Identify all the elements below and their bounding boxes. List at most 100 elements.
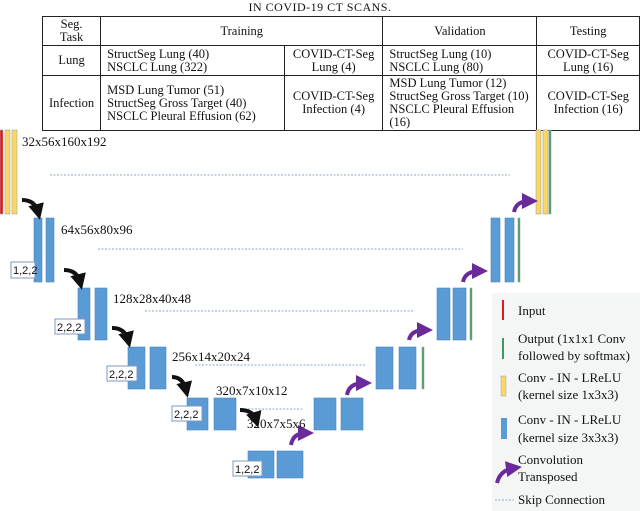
- cell-task: Infection: [41, 75, 102, 131]
- cell-line: COVID-CT-Seg: [547, 46, 629, 61]
- blue-conv-block: [45, 217, 55, 283]
- downsample-arrow: [111, 326, 134, 348]
- table-row-lung: Lung StructSeg Lung (40)NSCLC Lung (322)…: [41, 45, 640, 76]
- input-bar: [0, 129, 4, 215]
- legend-label: Conv - IN - LReLU: [518, 370, 622, 385]
- cell-line: NSCLC Lung (80): [389, 59, 484, 74]
- cell-training-a: StructSeg Lung (40)NSCLC Lung (322): [100, 45, 285, 76]
- cell-line: MSD Lung Tumor (51): [107, 82, 225, 97]
- cell-task: Lung: [41, 45, 102, 76]
- stride-label: 2,2,2: [109, 369, 133, 381]
- blue-conv-block: [452, 287, 467, 341]
- blue-conv-block: [504, 217, 515, 283]
- feature-size-label: 320x7x10x12: [216, 383, 288, 398]
- downsample-arrow: [239, 408, 262, 428]
- cell-line: NSCLC Pleural Effusion (16): [389, 102, 515, 129]
- stride-box: [171, 405, 203, 422]
- blue-conv-block: [94, 287, 108, 341]
- legend-label: followed by softmax): [518, 348, 630, 363]
- blue-conv-block: [276, 450, 304, 479]
- feature-size-label: 256x14x20x24: [172, 349, 251, 364]
- legend-label: (kernel size 1x3x3): [518, 387, 618, 402]
- output-bar: [469, 287, 473, 341]
- feature-size-label: 32x56x160x192: [22, 134, 107, 149]
- purple-curved-arrow-icon: [495, 461, 522, 484]
- cell-line: Infection (16): [553, 102, 623, 116]
- downsample-arrow: [21, 198, 44, 220]
- yellow-conv-block-icon: [500, 375, 507, 397]
- output-bar: [548, 129, 552, 215]
- blue-conv-block: [149, 346, 167, 390]
- downsample-arrow: [171, 375, 192, 398]
- table-header-row: Seg. Task Training Validation Testing: [41, 16, 640, 46]
- cell-line: Lung (16): [563, 59, 614, 74]
- header-training: Training: [100, 16, 384, 46]
- table-caption: IN COVID-19 CT SCANS.: [248, 0, 392, 14]
- stride-label: 1,2,2: [235, 464, 259, 476]
- cell-line: StructSeg Gross Target (10): [389, 89, 529, 103]
- cell-line: COVID-CT-Seg: [547, 89, 629, 103]
- header-seg-task: Seg. Task: [41, 16, 102, 46]
- input-bar-icon: [502, 300, 504, 320]
- table-row-infection: Infection MSD Lung Tumor (51)StructSeg G…: [41, 75, 640, 131]
- dataset-table: Seg. Task Training Validation Testing Lu…: [41, 16, 640, 131]
- stride-label: 1,2,2: [13, 265, 37, 277]
- stride-label: 2,2,2: [57, 322, 81, 334]
- stride-box: [10, 261, 36, 279]
- stride-box: [106, 365, 138, 382]
- cell-line: MSD Lung Tumor (12): [389, 76, 507, 90]
- legend-label: (kernel size 3x3x3): [518, 430, 618, 445]
- blue-conv-block: [375, 346, 394, 390]
- skip-connections: [50, 174, 510, 410]
- output-bar: [517, 217, 521, 283]
- cell-validation: StructSeg Lung (10)NSCLC Lung (80): [382, 45, 538, 76]
- transposed-conv-arrow: [407, 322, 433, 341]
- blue-conv-block: [490, 217, 501, 283]
- transposed-conv-arrow: [289, 425, 314, 446]
- legend-label: Transposed: [518, 469, 578, 484]
- blue-conv-block-icon: [501, 418, 507, 439]
- downsample-arrow: [63, 268, 86, 290]
- arrows: [21, 193, 538, 446]
- legend-label: Skip Connection: [518, 492, 606, 507]
- yellow-conv-block: [11, 129, 18, 215]
- stride-label: 2,2,2: [174, 409, 198, 421]
- cell-line: COVID-CT-Seg: [292, 46, 375, 61]
- output-bar: [421, 346, 425, 390]
- blue-conv-block: [436, 287, 451, 341]
- output-bar-icon: [502, 338, 504, 359]
- cell-line: StructSeg Lung (10): [389, 46, 492, 61]
- yellow-conv-block: [542, 129, 549, 215]
- cell-validation: MSD Lung Tumor (12)StructSeg Gross Targe…: [382, 75, 538, 131]
- cell-line: NSCLC Pleural Effusion (62): [107, 108, 256, 123]
- legend-label: Output (1x1x1 Conv: [518, 331, 626, 346]
- header-testing: Testing: [536, 16, 640, 46]
- transposed-conv-arrow: [461, 263, 488, 283]
- header-validation: Validation: [382, 16, 538, 46]
- cell-training-a: MSD Lung Tumor (51)StructSeg Gross Targe…: [100, 75, 285, 131]
- blue-conv-block: [340, 397, 364, 431]
- feature-size-label: 64x56x80x96: [61, 222, 133, 237]
- yellow-conv-block: [535, 129, 542, 215]
- cell-line: Lung (4): [311, 59, 356, 74]
- cell-line: StructSeg Lung (40): [107, 46, 210, 61]
- stride-boxes: 1,2,2 2,2,2 2,2,2 2,2,2 1,2,2: [10, 261, 263, 477]
- legend-label: Convolution: [518, 452, 584, 467]
- blue-conv-block: [398, 346, 417, 390]
- cell-line: StructSeg Gross Target (40): [107, 95, 247, 110]
- legend-label: Input: [518, 303, 546, 318]
- blue-conv-block: [213, 397, 237, 431]
- cell-line: NSCLC Lung (322): [107, 59, 208, 74]
- feature-size-label: 320x7x5x6: [247, 416, 306, 431]
- cell-line: Infection (4): [302, 102, 366, 116]
- transposed-conv-arrow: [345, 375, 372, 396]
- stride-box: [54, 318, 86, 335]
- blue-conv-block: [313, 397, 337, 431]
- stride-box: [232, 460, 263, 477]
- legend-label: Conv - IN - LReLU: [518, 412, 622, 427]
